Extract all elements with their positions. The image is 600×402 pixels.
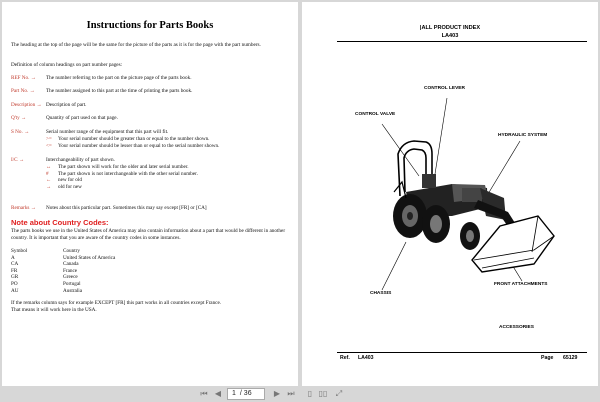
single-page-icon[interactable]: ▯ bbox=[307, 389, 313, 398]
intro-text: The heading at the top of the page will … bbox=[11, 42, 261, 48]
serial-definition: S No. → Serial number range of the equip… bbox=[11, 129, 220, 149]
tractor-body bbox=[406, 174, 555, 273]
fit-icon[interactable]: ⤢ bbox=[335, 389, 343, 398]
definition-heading: Definition of column headings on part nu… bbox=[11, 62, 123, 68]
closing-text-2: That means it will work here in the USA. bbox=[11, 307, 97, 313]
footer-ref-value: LA403 bbox=[358, 355, 374, 361]
callout-front-attachments: FRONT ATTACHMENTS bbox=[494, 282, 548, 287]
prev-page-icon[interactable]: ◀ bbox=[214, 389, 222, 398]
left-page: Instructions for Parts Books The heading… bbox=[2, 2, 298, 386]
footer-rule bbox=[337, 352, 587, 353]
callout-hydraulic-system: HYDRAULIC SYSTEM bbox=[498, 133, 548, 138]
tractor-illustration bbox=[381, 97, 555, 291]
model-title: LA403 bbox=[441, 33, 459, 39]
callout-control-valve: CONTROL VALVE bbox=[355, 112, 396, 117]
header-rule bbox=[337, 41, 587, 42]
wheels bbox=[393, 194, 480, 250]
rops-frame bbox=[397, 140, 433, 197]
footer-ref-label: Ref. bbox=[340, 355, 350, 361]
table-header: Symbol Country bbox=[11, 248, 81, 254]
last-page-icon[interactable]: ⏭ bbox=[287, 389, 295, 398]
total-pages: / 36 bbox=[239, 390, 252, 397]
country-codes-heading: Note about Country Codes: bbox=[11, 218, 109, 227]
callout-control-lever: CONTROL LEVER bbox=[424, 86, 465, 91]
callout-chassis: CHASSIS bbox=[370, 291, 392, 296]
callout-accessories: ACCESSORIES bbox=[499, 325, 534, 330]
page-title: Instructions for Parts Books bbox=[86, 20, 214, 31]
current-page: 1 bbox=[232, 390, 236, 397]
two-page-icon[interactable]: ▯▯ bbox=[318, 389, 328, 398]
page-number-input[interactable]: 1/ 36 bbox=[227, 388, 265, 400]
right-page: |ALL PRODUCT INDEX LA403 bbox=[302, 2, 598, 386]
closing-text-1: If the remarks column says for example E… bbox=[11, 300, 222, 306]
viewer-toolbar: ⏮ ◀ 1/ 36 ▶ ⏭ ▯ ▯▯ ⤢ bbox=[0, 386, 600, 402]
index-title: |ALL PRODUCT INDEX bbox=[419, 25, 481, 31]
interchange-definition: I/C → Interchangeability of part shown. … bbox=[11, 157, 198, 190]
footer-page-value: 65129 bbox=[563, 355, 578, 361]
next-page-icon[interactable]: ▶ bbox=[273, 389, 281, 398]
country-codes-text: The parts books we use in the United Sta… bbox=[11, 228, 286, 241]
footer-page-label: Page bbox=[541, 355, 554, 361]
first-page-icon[interactable]: ⏮ bbox=[200, 389, 208, 398]
